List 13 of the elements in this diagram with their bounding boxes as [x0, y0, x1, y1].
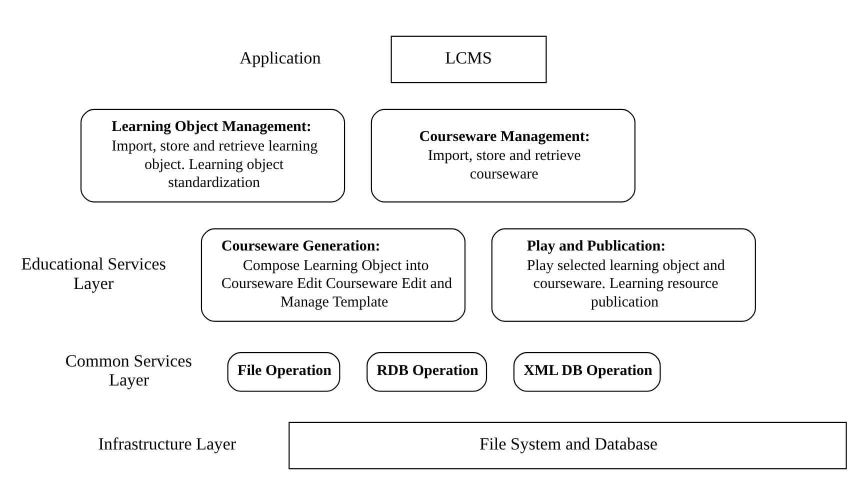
node-box: Learning Object Management: Import, store and retrieve learning object. Learning object standardization: [80, 108, 346, 202]
node-box: Play and Publication: Play selected learning object and courseware. Learning resource publication: [491, 228, 756, 322]
node-box: File Operation: [227, 352, 340, 392]
node-box: RDB Operation: [366, 352, 488, 392]
label: Infrastructure Layer: [98, 434, 236, 454]
node-box: Courseware Generation: Compose Learning Object into Courseware Edit Courseware Edit and Manage Template: [200, 228, 466, 322]
node-box: File System and Database: [288, 421, 847, 469]
label: Application: [240, 48, 321, 68]
node-box: Courseware Management: Import, store and retrieve courseware: [370, 108, 636, 202]
node-box: XML DB Operation: [513, 352, 661, 392]
label: Common Services Layer: [65, 350, 192, 390]
node-box: LCMS: [390, 35, 547, 83]
label: Educational Services Layer: [21, 254, 166, 292]
